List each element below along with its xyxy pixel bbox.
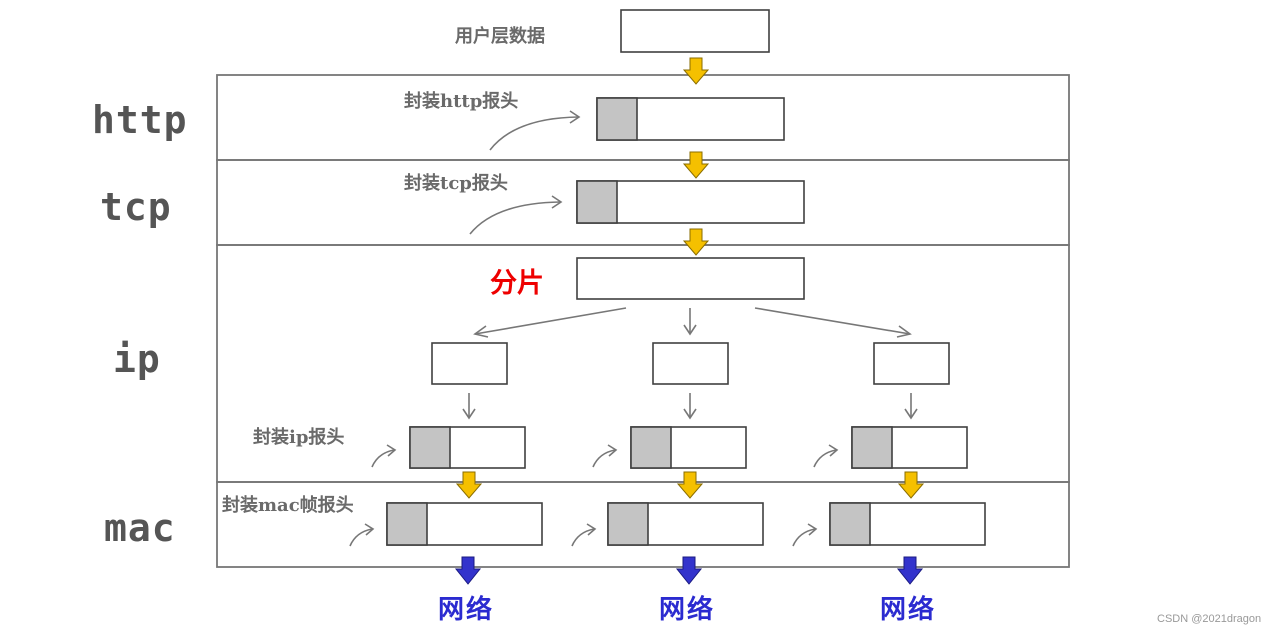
- mac-header-curve-arrowhead-1: [364, 523, 375, 536]
- blue-down-arrow-2: [675, 556, 703, 585]
- mac-header-label: 封装mac帧报头: [222, 494, 354, 516]
- fragment-box-3: [873, 342, 950, 385]
- yellow-down-arrow-3: [682, 228, 710, 256]
- http-header-curve-arrowhead: [569, 110, 581, 124]
- http-header-curve-arrow: [489, 116, 579, 151]
- tcp-header-label: 封装tcp报头: [404, 172, 508, 194]
- split-arrow-right-head: [896, 325, 912, 338]
- blue-down-arrow-1: [454, 556, 482, 585]
- layer-label-tcp: tcp: [100, 185, 172, 229]
- ip-header-block-3: [851, 426, 893, 469]
- ip-header-curve-arrow-1: [371, 449, 395, 468]
- split-label: 分片: [490, 268, 544, 299]
- mac-header-curve-arrow-1: [349, 528, 373, 547]
- ip-header-block-2: [630, 426, 672, 469]
- mac-header-curve-arrowhead-3: [807, 523, 818, 536]
- tcp-header-curve-arrow: [469, 201, 561, 235]
- yellow-down-arrow-4: [455, 471, 483, 499]
- blue-down-arrow-3: [896, 556, 924, 585]
- fragment-box-1: [431, 342, 508, 385]
- split-arrow-right: [754, 307, 911, 335]
- tcp-header-block: [576, 180, 618, 224]
- split-arrow-left: [474, 307, 627, 335]
- ip-header-label: 封装ip报头: [253, 426, 344, 448]
- fragment-arrow-3-head: [904, 408, 918, 420]
- fragment-box-2: [652, 342, 729, 385]
- layer-label-http: http: [92, 98, 188, 142]
- tcp-header-curve-arrowhead: [551, 195, 563, 209]
- yellow-down-arrow-2: [682, 151, 710, 179]
- layer-label-mac: mac: [104, 506, 176, 550]
- yellow-down-arrow-6: [897, 471, 925, 499]
- network-label-2: 网络: [659, 594, 715, 625]
- user-data-label: 用户层数据: [455, 25, 545, 47]
- ip-header-curve-arrow-3: [813, 449, 837, 468]
- ip-header-curve-arrowhead-2: [607, 444, 618, 457]
- ip-header-curve-arrowhead-3: [828, 444, 839, 457]
- ip-header-curve-arrow-2: [592, 449, 616, 468]
- mac-header-curve-arrow-2: [571, 528, 595, 547]
- split-arrow-middle-head: [683, 324, 697, 336]
- ip-header-curve-arrowhead-1: [386, 444, 397, 457]
- http-header-label: 封装http报头: [404, 90, 518, 112]
- network-label-1: 网络: [438, 594, 494, 625]
- watermark: CSDN @2021dragon: [1157, 613, 1261, 625]
- user-data-box: [620, 9, 770, 53]
- ip-header-block-1: [409, 426, 451, 469]
- ip-payload-box: [576, 257, 805, 300]
- layer-label-ip: ip: [113, 337, 161, 381]
- mac-header-curve-arrow-3: [792, 528, 816, 547]
- mac-layer-band: [216, 481, 1070, 568]
- mac-header-block-1: [386, 502, 428, 546]
- mac-header-block-3: [829, 502, 871, 546]
- split-arrow-left-head: [473, 325, 489, 338]
- mac-header-curve-arrowhead-2: [586, 523, 597, 536]
- yellow-down-arrow-5: [676, 471, 704, 499]
- fragment-arrow-1-head: [462, 408, 476, 420]
- mac-header-block-2: [607, 502, 649, 546]
- fragment-arrow-2-head: [683, 408, 697, 420]
- network-label-3: 网络: [880, 594, 936, 625]
- yellow-down-arrow-1: [682, 57, 710, 85]
- http-header-block: [596, 97, 638, 141]
